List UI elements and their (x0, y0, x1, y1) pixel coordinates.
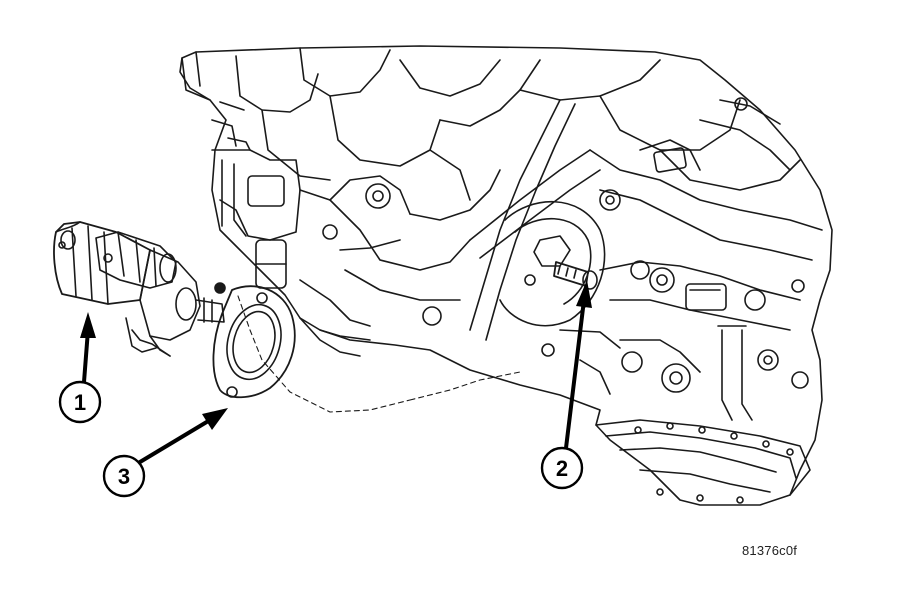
callout-3-arrow-shaft (138, 418, 212, 464)
callout-1-arrow-shaft (82, 328, 90, 384)
callout-2: 2 (540, 446, 584, 490)
callout-2-arrowhead (576, 280, 592, 308)
callout-1-arrowhead (80, 312, 96, 338)
callout-1-label: 1 (74, 390, 86, 415)
callout-3: 3 (102, 454, 146, 498)
starter-motor (53, 221, 296, 399)
callout-3-arrowhead (202, 408, 228, 430)
callout-1: 1 (58, 380, 102, 424)
callout-2-label: 2 (556, 456, 568, 481)
callout-arrows (80, 280, 592, 464)
callout-3-label: 3 (118, 464, 130, 489)
engine-transaxle-assembly (179, 45, 833, 506)
figure-id-code: 81376c0f (742, 543, 798, 558)
callout-2-arrow-shaft (564, 298, 586, 450)
